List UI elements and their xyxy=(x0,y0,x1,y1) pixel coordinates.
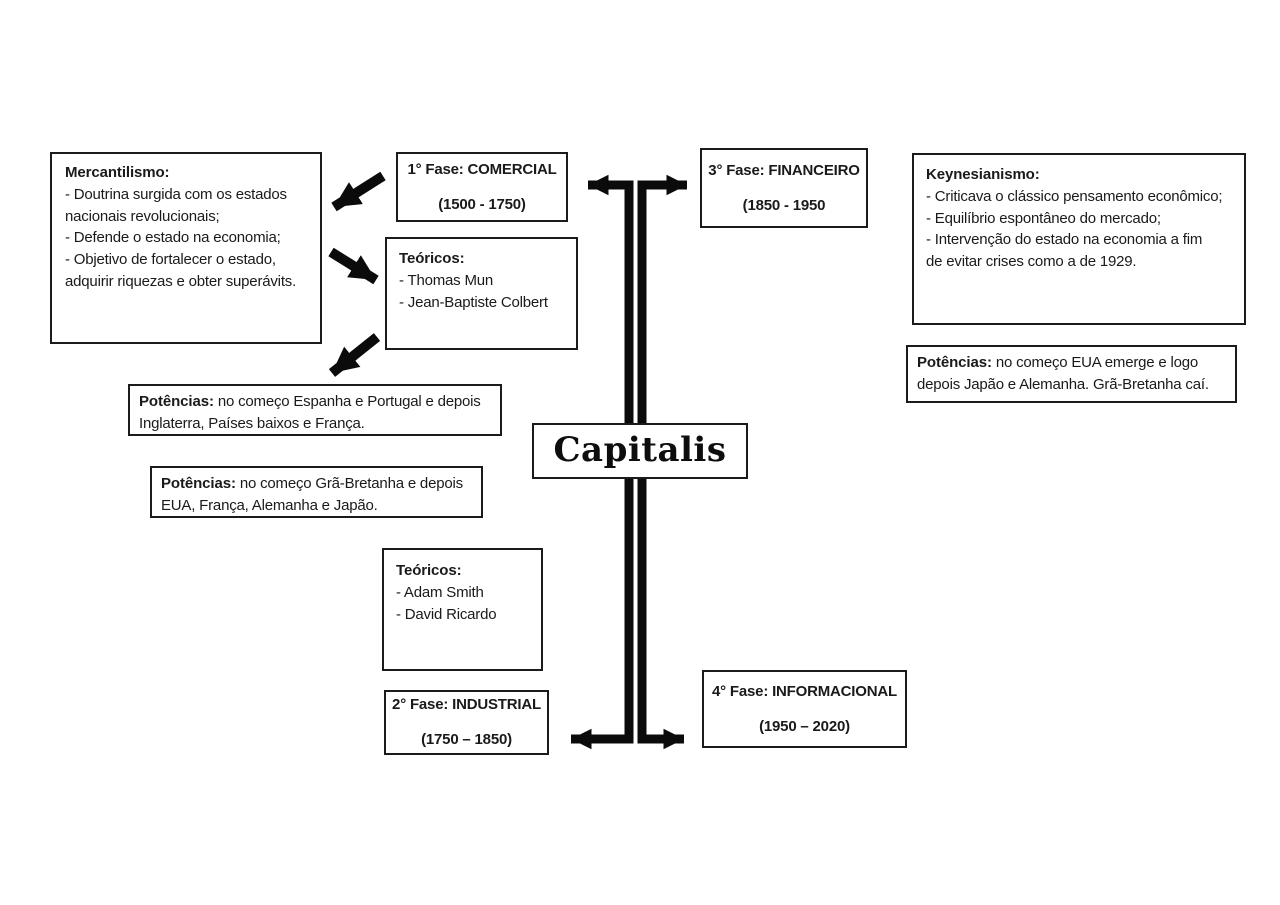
fase-2-title: 2° Fase: INDUSTRIAL xyxy=(392,696,541,714)
keynesianismo-title: Keynesianismo: xyxy=(926,166,1040,183)
box-teoricos-classicos: Teóricos: - Adam Smith - David Ricardo xyxy=(382,548,543,671)
box-mercantilismo: Mercantilismo: - Doutrina surgida com os… xyxy=(50,152,322,344)
fase-4-title: 4° Fase: INFORMACIONAL xyxy=(712,682,897,700)
arrow-comercial-to-mercantilismo xyxy=(331,171,386,212)
box-potencias-financeiro: Potências: no começo EUA emerge e logo d… xyxy=(906,345,1237,403)
box-potencias-comercial: Potências: no começo Espanha e Portugal … xyxy=(128,384,502,436)
mercantilismo-item: - Objetivo de fortalecer o estado, adqui… xyxy=(65,251,297,290)
box-capitalis-center: Capitalis xyxy=(532,423,748,479)
fase-3-title: 3° Fase: FINANCEIRO xyxy=(708,161,860,179)
mercantilismo-item: - Defende o estado na economia; xyxy=(65,229,281,247)
keynesianismo-item: - Criticava o clássico pensamento econôm… xyxy=(926,187,1223,205)
keynesianismo-item: - Intervenção do estado na economia a fi… xyxy=(926,231,1203,270)
teoricos-mercantilistas-title: Teóricos: xyxy=(399,250,465,267)
box-fase-3-financeiro: 3° Fase: FINANCEIRO (1850 - 1950 xyxy=(700,148,868,228)
fase-1-title: 1° Fase: COMERCIAL xyxy=(407,160,557,178)
arrow-teoricos-to-potencias xyxy=(328,333,381,377)
teoricos-classicos-title: Teóricos: xyxy=(396,562,462,579)
box-teoricos-mercantilistas: Teóricos: - Thomas Mun - Jean-Baptiste C… xyxy=(385,237,578,350)
mercantilismo-title: Mercantilismo: xyxy=(65,164,170,181)
keynesianismo-item: - Equilíbrio espontâneo do mercado; xyxy=(926,209,1161,227)
arrow-mercantilismo-to-teoricos xyxy=(328,247,379,285)
box-potencias-industrial: Potências: no começo Grã-Bretanha e depo… xyxy=(150,466,483,518)
teorico-item: - Adam Smith xyxy=(396,583,484,601)
teorico-item: - Thomas Mun xyxy=(399,271,494,289)
teorico-item: - Jean-Baptiste Colbert xyxy=(399,293,548,311)
box-keynesianismo: Keynesianismo: - Criticava o clássico pe… xyxy=(912,153,1246,325)
fase-2-period: (1750 – 1850) xyxy=(421,731,512,748)
box-fase-2-industrial: 2° Fase: INDUSTRIAL (1750 – 1850) xyxy=(384,690,549,755)
potencias-label: Potências: xyxy=(161,475,236,492)
potencias-industrial-text: Potências: no começo Grã-Bretanha e depo… xyxy=(161,475,463,514)
potencias-label: Potências: xyxy=(917,354,992,371)
fase-4-period: (1950 – 2020) xyxy=(759,717,850,735)
box-fase-1-comercial: 1° Fase: COMERCIAL (1500 - 1750) xyxy=(396,152,568,222)
potencias-financeiro-text: Potências: no começo EUA emerge e logo d… xyxy=(917,354,1209,393)
mercantilismo-item: - Doutrina surgida com os estados nacion… xyxy=(65,185,287,225)
box-fase-4-informacional: 4° Fase: INFORMACIONAL (1950 – 2020) xyxy=(702,670,907,748)
potencias-comercial-text: Potências: no começo Espanha e Portugal … xyxy=(139,393,481,432)
potencias-label: Potências: xyxy=(139,393,214,410)
teorico-item: - David Ricardo xyxy=(396,605,497,623)
fase-3-period: (1850 - 1950 xyxy=(742,196,826,214)
fase-1-period: (1500 - 1750) xyxy=(438,195,526,213)
capitalis-title: Capitalis xyxy=(553,430,727,471)
